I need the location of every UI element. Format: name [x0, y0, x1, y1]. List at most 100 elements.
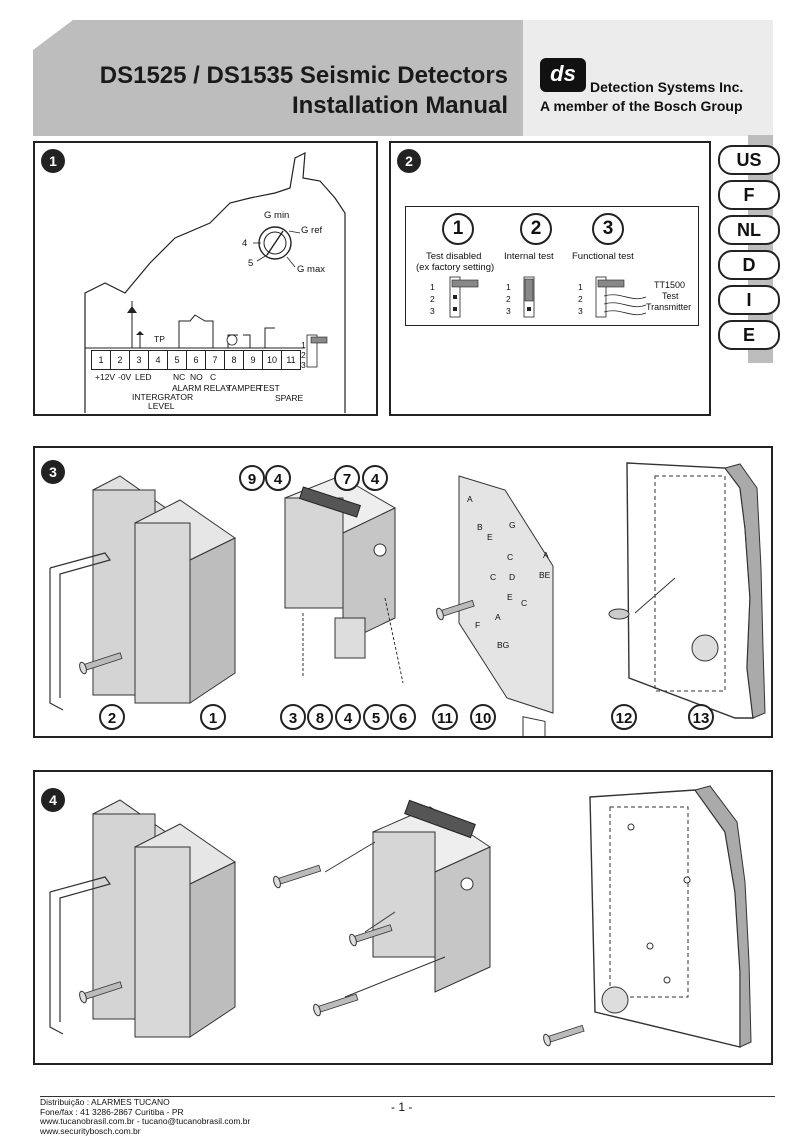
option-3-number: 3	[592, 213, 624, 245]
page-number: - 1 -	[391, 1100, 413, 1114]
option-1-number: 1	[442, 213, 474, 245]
footer-line-1: Distribuição : ALARMES TUCANO	[40, 1097, 170, 1107]
language-d[interactable]: D	[718, 250, 780, 280]
label-tamper: TAMPER	[227, 383, 262, 393]
jumper-settings-drawing	[449, 276, 647, 318]
document-title: DS1525 / DS1535 Seismic Detectors	[99, 62, 508, 89]
transmitter-label: Transmitter	[646, 302, 692, 312]
terminal-8: 8	[225, 351, 244, 369]
language-i[interactable]: I	[718, 285, 780, 315]
footer-line-4: www.securitybosch.com.br	[40, 1125, 141, 1136]
opt2-pin-1: 1	[506, 282, 511, 292]
callout-12: 12	[611, 704, 637, 730]
plate-hole-c2: C	[490, 572, 497, 582]
plate-hole-a1: A	[467, 494, 473, 504]
option-3-label: Functional test	[572, 251, 634, 262]
figure-4-number: 4	[41, 788, 65, 812]
terminal-5: 5	[168, 351, 187, 369]
label-no: NO	[190, 372, 203, 382]
plate-hole-a3: A	[495, 612, 501, 622]
terminal-2: 2	[111, 351, 130, 369]
plate-hole-e2: E	[507, 592, 513, 602]
language-us[interactable]: US	[718, 145, 780, 175]
jumper-pin-3: 3	[301, 360, 306, 370]
figure-4-panel: 4	[33, 770, 773, 1065]
option-1-label: Test disabled	[426, 251, 482, 262]
plate-hole-b: B	[477, 522, 483, 532]
terminal-strip: 1 2 3 4 5 6 7 8 9 10 11	[91, 350, 301, 370]
callout-9: 9	[239, 465, 265, 491]
label-integrator: INTERGRATOR	[132, 392, 194, 402]
figure-3-panel: 3 9	[33, 446, 773, 738]
label-c: C	[210, 372, 217, 382]
pcb-outline-drawing	[84, 151, 346, 413]
figure-1-panel: 1 G min G ref G max 4 5 TP 1 2 3 4 5 6 7…	[33, 141, 378, 416]
figure-2-number: 2	[397, 149, 421, 173]
callout-4-bottom: 4	[335, 704, 361, 730]
plate-hole-be: BE	[539, 570, 551, 580]
callout-1: 1	[200, 704, 226, 730]
language-nl[interactable]: NL	[718, 215, 780, 245]
label-0v: -0V	[118, 372, 132, 382]
callout-4-top-left: 4	[265, 465, 291, 491]
plate-hole-d: D	[509, 572, 516, 582]
label-nc: NC	[173, 372, 186, 382]
jumper-options-box: 1 2 3 Test disabled (ex factory setting)…	[405, 206, 699, 326]
callout-8: 8	[307, 704, 333, 730]
plate-hole-a2: A	[543, 550, 549, 560]
footer-rule	[40, 1096, 775, 1097]
callout-5: 5	[363, 704, 389, 730]
mounting-exploded-drawing	[49, 462, 766, 736]
language-e[interactable]: E	[718, 320, 780, 350]
plate-hole-f: F	[475, 620, 481, 630]
label-led: LED	[135, 372, 152, 382]
figure-3-number: 3	[41, 460, 65, 484]
language-f[interactable]: F	[718, 180, 780, 210]
plate-hole-c3: C	[521, 598, 528, 608]
label-alarm-relay: ALARM RELAY	[172, 383, 231, 393]
transmitter-test: Test	[662, 291, 679, 301]
footer-line-3: www.tucanobrasil.com.br - tucano@tucanob…	[40, 1116, 251, 1126]
terminal-11: 11	[286, 355, 296, 365]
gain-5-label: 5	[248, 258, 254, 269]
footer-line-2: Fone/fax : 41 3286-2867 Curitiba - PR	[40, 1106, 184, 1117]
opt1-pin-3: 3	[430, 306, 435, 316]
callout-2: 2	[99, 704, 125, 730]
callout-7: 7	[334, 465, 360, 491]
plate-hole-bg: BG	[497, 640, 510, 650]
callout-4-top-right: 4	[362, 465, 388, 491]
tp-label: TP	[154, 334, 165, 344]
plate-hole-c1: C	[507, 552, 514, 562]
callout-13: 13	[688, 704, 714, 730]
company-name: Detection Systems Inc.	[590, 79, 744, 95]
terminal-7: 7	[206, 351, 225, 369]
terminal-6: 6	[187, 351, 206, 369]
label-plus12v: +12V	[95, 372, 116, 382]
gain-min-label: G min	[264, 210, 290, 221]
terminal-3: 3	[130, 351, 149, 369]
callout-6: 6	[390, 704, 416, 730]
callout-11: 11	[432, 704, 458, 730]
figure-1-number: 1	[41, 149, 65, 173]
terminal-9: 9	[244, 351, 263, 369]
terminal-10: 10	[263, 351, 282, 369]
option-1-sublabel: (ex factory setting)	[416, 262, 495, 273]
gain-ref-label: G ref	[301, 225, 323, 236]
option-2-label: Internal test	[504, 251, 554, 262]
figure-2-panel: 2 1 2 3 Test disabled (ex factory settin…	[389, 141, 711, 416]
plate-hole-g: G	[509, 520, 516, 530]
company-logo: ds	[540, 58, 586, 92]
gain-max-label: G max	[297, 264, 325, 275]
opt2-pin-2: 2	[506, 294, 511, 304]
opt3-pin-3: 3	[578, 306, 583, 316]
opt1-pin-1: 1	[430, 282, 435, 292]
terminal-4: 4	[149, 351, 168, 369]
opt2-pin-3: 3	[506, 306, 511, 316]
jumper-pin-2: 2	[301, 350, 306, 360]
label-spare: SPARE	[275, 393, 304, 403]
label-level: LEVEL	[148, 401, 175, 411]
option-2-number: 2	[520, 213, 552, 245]
callout-10: 10	[470, 704, 496, 730]
gain-4-label: 4	[242, 238, 248, 249]
assembled-mounting-drawing	[49, 785, 752, 1048]
